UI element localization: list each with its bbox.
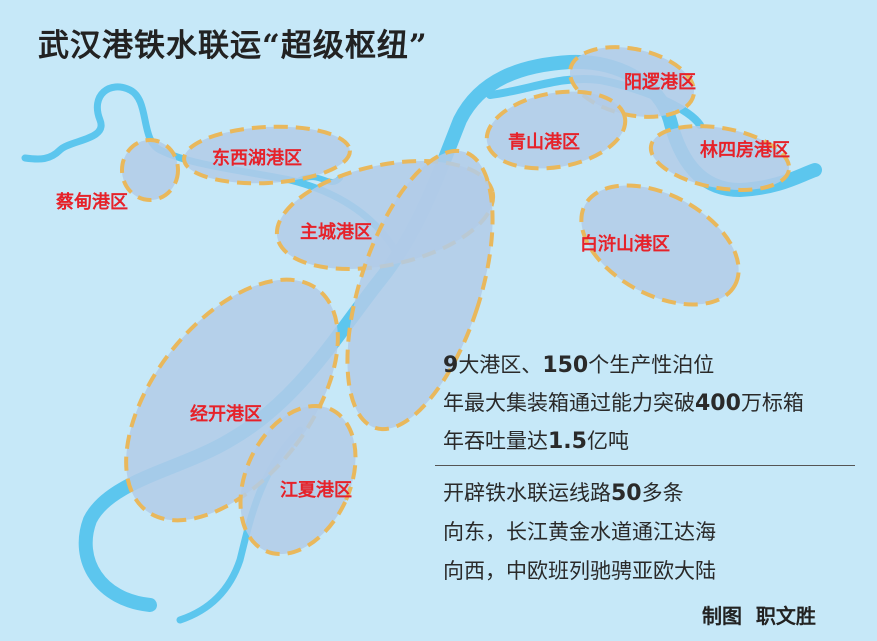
stat-number: 9 xyxy=(443,353,459,378)
port-label-dongxihu: 东西湖港区 xyxy=(212,148,302,169)
zone-dongxihu xyxy=(182,124,352,186)
port-label-baihushan: 白浒山港区 xyxy=(580,234,670,255)
stat-text: 亿吨 xyxy=(586,429,629,453)
stat-text: 年吞吐量达 xyxy=(443,429,548,453)
port-label-jingkai: 经开港区 xyxy=(190,404,262,425)
stat-routes: 开辟铁水联运线路50多条 xyxy=(443,474,716,513)
divider xyxy=(435,465,855,466)
stat-ports-berths: 9大港区、150个生产性泊位 xyxy=(443,346,804,384)
stat-throughput: 年吞吐量达1.5亿吨 xyxy=(443,422,804,460)
stat-text: 个生产性泊位 xyxy=(588,353,715,377)
stat-text: 开辟铁水联运线路 xyxy=(443,481,611,505)
port-zones xyxy=(120,45,792,557)
stat-number: 400 xyxy=(695,391,741,416)
zone-zhucheng-south xyxy=(345,148,495,432)
stat-text: 年最大集装箱通过能力突破 xyxy=(443,391,695,415)
port-label-qingshan: 青山港区 xyxy=(508,132,580,153)
stat-text: 多条 xyxy=(641,481,684,505)
routes-block: 开辟铁水联运线路50多条 向东，长江黄金水道通江达海 向西，中欧班列驰骋亚欧大陆 xyxy=(443,474,716,591)
port-label-zhucheng: 主城港区 xyxy=(300,222,372,243)
stat-container-capacity: 年最大集装箱通过能力突破400万标箱 xyxy=(443,384,804,422)
page-title: 武汉港铁水联运“超级枢纽” xyxy=(38,28,428,64)
zone-baihushan xyxy=(579,183,741,307)
port-label-jiangxia: 江夏港区 xyxy=(280,480,352,501)
stat-number: 1.5 xyxy=(548,429,587,454)
stats-block: 9大港区、150个生产性泊位 年最大集装箱通过能力突破400万标箱 年吞吐量达1… xyxy=(443,346,804,460)
zone-linsifang xyxy=(648,124,792,192)
stat-text: 大港区、 xyxy=(458,353,543,377)
zone-caidian xyxy=(120,138,180,202)
stat-number: 50 xyxy=(611,481,642,506)
zone-qingshan xyxy=(484,89,628,171)
port-label-caidian: 蔡甸港区 xyxy=(56,192,128,213)
credit: 制图 职文胜 xyxy=(702,604,816,628)
port-label-linsifang: 林四房港区 xyxy=(700,140,790,161)
zone-jiangxia xyxy=(238,403,358,557)
stat-text: 万标箱 xyxy=(740,391,804,415)
stat-number: 150 xyxy=(542,353,589,378)
stat-east: 向东，长江黄金水道通江达海 xyxy=(443,520,716,544)
stat-west: 向西，中欧班列驰骋亚欧大陆 xyxy=(443,559,716,583)
port-label-yangluo: 阳逻港区 xyxy=(624,72,696,93)
